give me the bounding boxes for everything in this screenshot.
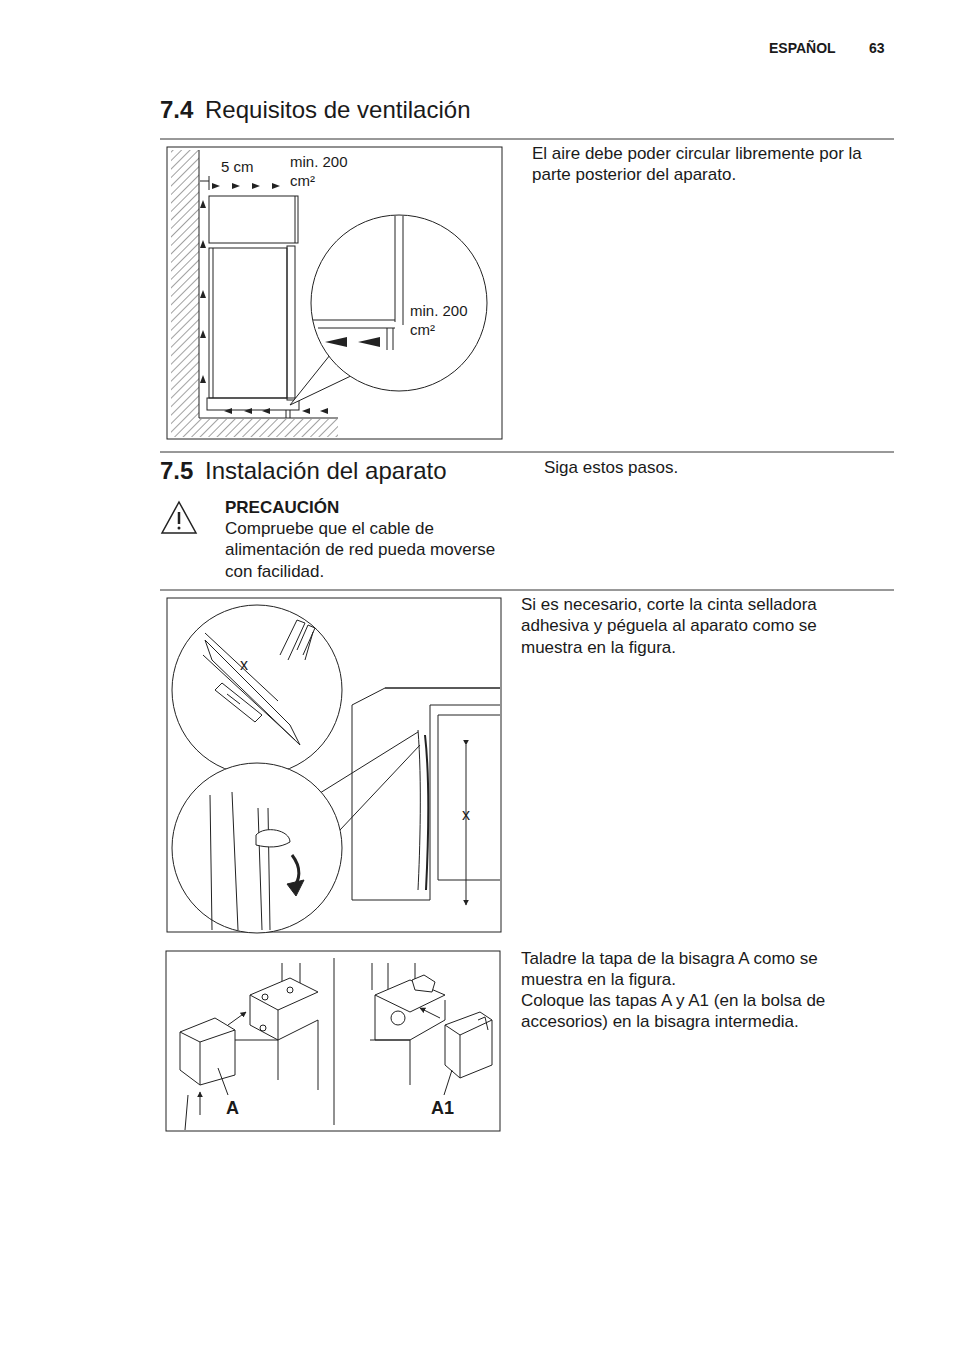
section-heading: Instalación del aparato: [205, 456, 505, 486]
hinge-cover-figure: [166, 951, 500, 1131]
page-language: ESPAÑOL: [769, 40, 859, 58]
dimension-label: x: [462, 805, 476, 825]
section-number: 7.4: [160, 95, 205, 125]
body-text: Si es necesario, corte la cinta sellador…: [521, 594, 871, 658]
dimension-label: 5 cm: [221, 158, 271, 177]
sealing-tape-figure: [167, 598, 501, 933]
part-label: A: [226, 1097, 246, 1120]
body-text: Taladre la tapa de la bisagra A como se …: [521, 948, 871, 991]
page-number: 63: [869, 40, 899, 58]
ventilation-figure: [167, 147, 502, 439]
caution-heading: PRECAUCIÓN: [225, 497, 425, 518]
dimension-label: x: [240, 655, 254, 675]
body-text: El aire debe poder circular libremente p…: [532, 143, 877, 186]
body-text: Siga estos pasos.: [544, 457, 844, 478]
part-label: A1: [431, 1097, 461, 1120]
body-text: Coloque las tapas A y A1 (en la bolsa de…: [521, 990, 871, 1033]
section-number: 7.5: [160, 456, 205, 486]
section-heading: Requisitos de ventilación: [205, 95, 525, 125]
caution-text: Compruebe que el cable de alimentación d…: [225, 518, 510, 582]
dimension-label: min. 200 cm²: [410, 302, 482, 340]
dimension-label: min. 200 cm²: [290, 153, 362, 191]
section-rules: [160, 139, 894, 590]
warning-symbol: [162, 502, 196, 533]
